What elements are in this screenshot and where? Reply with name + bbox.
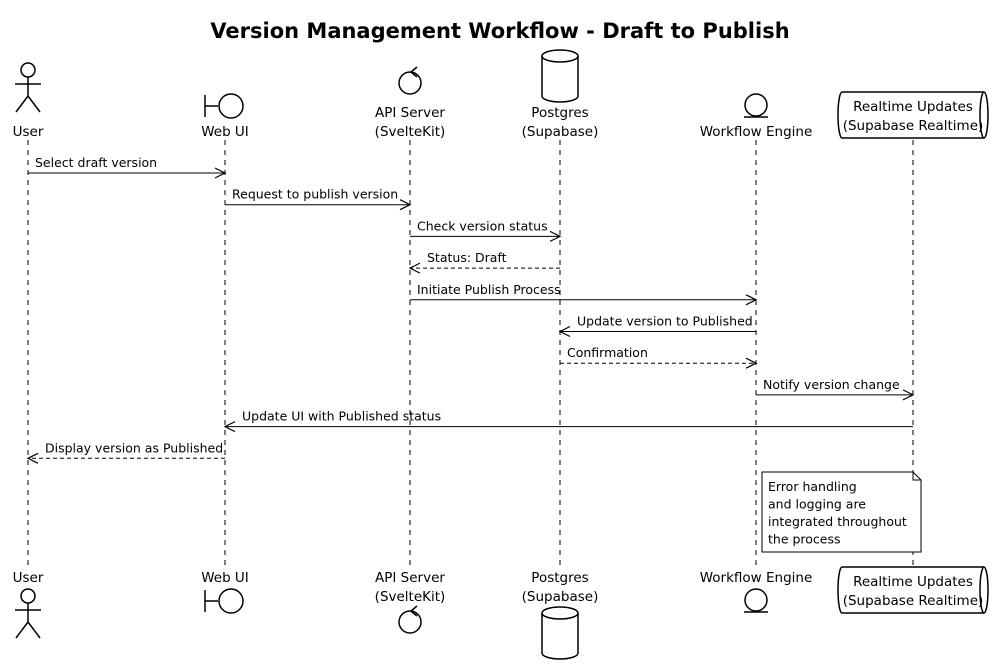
participant-label-realtime: Realtime Updates: [853, 574, 973, 590]
participant-label-realtime: (Supabase Realtime): [843, 118, 984, 134]
boundary-icon: [204, 93, 244, 119]
queue-icon: [837, 91, 989, 139]
queue-icon: [837, 566, 989, 614]
participant-label-engine: Workflow Engine: [700, 124, 813, 140]
message-arrow: [225, 199, 412, 211]
database-icon: [541, 49, 579, 103]
message-arrow: [408, 262, 560, 274]
message-arrow: [410, 294, 758, 306]
control-icon: [398, 66, 422, 95]
message-label: Initiate Publish Process: [417, 282, 561, 297]
message-label: Display version as Published: [45, 440, 223, 455]
participant-label-api: (SvelteKit): [375, 124, 446, 140]
diagram-title: Version Management Workflow - Draft to P…: [210, 19, 789, 43]
participant-label-db: Postgres: [531, 570, 588, 586]
lifelines: [27, 140, 914, 567]
message-label: Status: Draft: [427, 250, 507, 265]
message-label: Request to publish version: [232, 187, 398, 202]
message-arrow: [756, 389, 915, 401]
database-icon: [541, 606, 579, 660]
participant-label-user: User: [13, 570, 44, 586]
boundary-icon: [204, 588, 244, 614]
note: Error handling and logging are integrated …: [761, 471, 922, 553]
entity-icon: [744, 93, 768, 118]
participant-label-user: User: [13, 124, 44, 140]
note-line: the process: [768, 532, 841, 547]
message-label: Confirmation: [567, 345, 648, 360]
message-arrow: [560, 357, 758, 369]
message-arrow: [28, 167, 227, 179]
actor-icon: [15, 62, 41, 113]
note-box: [761, 471, 922, 553]
message-label: Update UI with Published status: [242, 409, 441, 424]
participant-label-realtime: (Supabase Realtime): [843, 593, 984, 609]
participants-top: User Web UI API Server (SvelteKit) Postgres (…: [13, 49, 989, 140]
participant-label-db: (Supabase): [522, 589, 599, 605]
message-arrow: [223, 421, 913, 433]
message-label: Update version to Published: [577, 314, 753, 329]
actor-icon: [15, 588, 41, 639]
entity-icon: [744, 588, 768, 613]
participant-label-db: (Supabase): [522, 124, 599, 140]
message-label: Check version status: [417, 218, 548, 233]
participant-label-webui: Web UI: [201, 124, 249, 140]
participant-label-api: API Server: [375, 105, 445, 121]
message-arrow: [410, 230, 562, 242]
note-line: Error handling: [768, 479, 857, 494]
control-icon: [398, 605, 422, 634]
participant-label-db: Postgres: [531, 105, 588, 121]
participant-label-engine: Workflow Engine: [700, 570, 813, 586]
participant-label-realtime: Realtime Updates: [853, 99, 973, 115]
participant-label-api: (SvelteKit): [375, 589, 446, 605]
message-label: Select draft version: [35, 155, 157, 170]
message-label: Notify version change: [763, 377, 900, 392]
message-arrow: [558, 325, 756, 338]
participant-label-api: API Server: [375, 570, 445, 586]
participants-bottom: User Web UI API Server (SvelteKit) Postgres (…: [13, 566, 989, 660]
participant-label-webui: Web UI: [201, 570, 249, 586]
message-arrow: [26, 452, 225, 464]
note-line: integrated throughout: [768, 514, 907, 529]
note-line: and logging are: [768, 497, 866, 512]
